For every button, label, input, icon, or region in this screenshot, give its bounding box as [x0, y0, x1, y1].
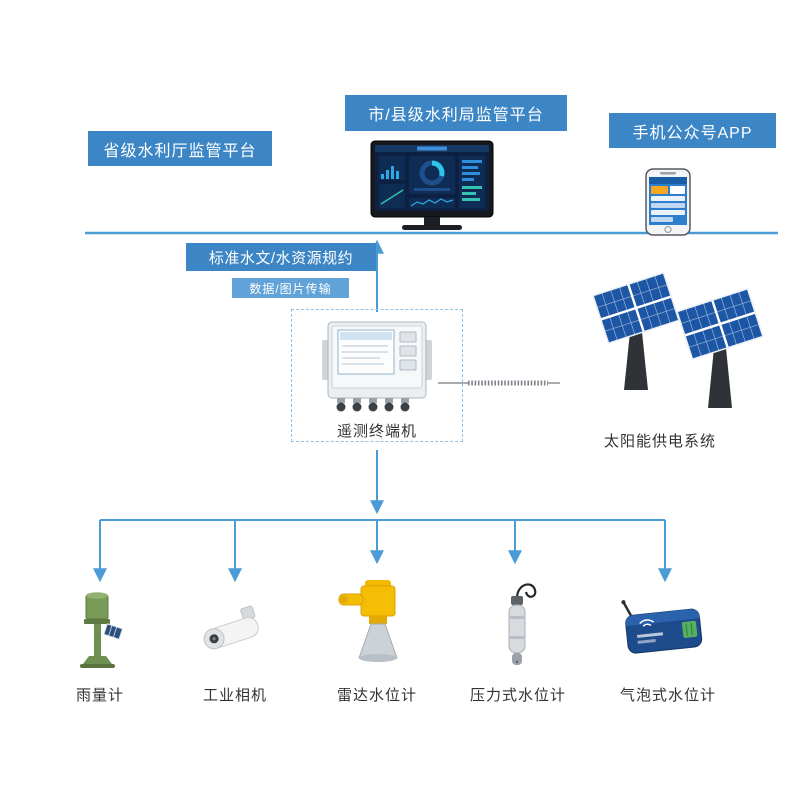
bubble-level-gauge-icon: [621, 600, 703, 654]
radar-level-gauge-label: 雷达水位计: [337, 687, 418, 704]
pressure-level-gauge-icon: [508, 583, 537, 665]
smartphone-icon: [645, 168, 691, 236]
solar-system-label: 太阳能供电系统: [603, 433, 716, 450]
rain-gauge-icon: [80, 592, 124, 668]
industrial-camera-icon: [203, 605, 259, 650]
transmission-label-box: 数据/图片传输: [232, 278, 349, 298]
terminal-label: 遥测终端机: [336, 423, 417, 440]
telemetry-terminal-icon: [322, 321, 432, 412]
industrial-camera-label: 工业相机: [202, 687, 267, 704]
radar-level-gauge-icon: [338, 580, 398, 662]
protocol-label-box: 标准水文/水资源规约: [186, 243, 376, 271]
pressure-level-gauge-label: 压力式水位计: [470, 687, 567, 704]
city-county-platform-box: 市/县级水利局监管平台: [345, 95, 567, 131]
provincial-platform-box: 省级水利厅监管平台: [88, 131, 272, 166]
rain-gauge-label: 雨量计: [75, 687, 124, 704]
solar-panels-icon: [592, 271, 764, 408]
dashboard-monitor-icon: [370, 140, 494, 230]
mobile-app-box: 手机公众号APP: [609, 113, 776, 148]
bubble-level-gauge-label: 气泡式水位计: [620, 687, 717, 704]
